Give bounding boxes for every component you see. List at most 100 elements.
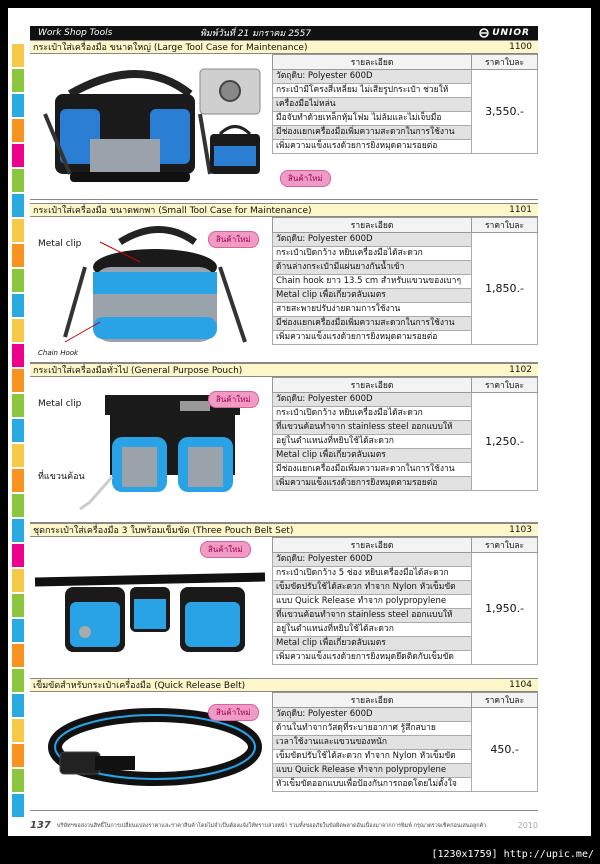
spec-row: ที่แขวนค้อนทำจาก stainless steel ออกแบบใ… — [271, 608, 538, 623]
spec-row: ด้านล่างกระเป๋ามีแผ่นยางกันน้ำเข้า — [271, 260, 538, 275]
color-tab — [12, 94, 24, 117]
callout-hammer-holder: ที่แขวนค้อน — [38, 472, 85, 482]
product-section-1101: กระเป๋าใส่เครื่องมือ ขนาดพกพา (Small Too… — [30, 203, 538, 363]
color-tab — [12, 419, 24, 442]
catalog-page: Work Shop Tools พิมพ์วันที่ 21 มกราคม 25… — [8, 8, 591, 836]
color-tab — [12, 594, 24, 617]
color-tab — [12, 569, 24, 592]
product-section-1103: ชุดกระเป๋าใส่เครื่องมือ 3 ใบพร้อมเข็มขัด… — [30, 523, 538, 683]
product-body: สินค้าใหม่ รายละเอียด ราคาใบละ วัตถุดิบ:… — [30, 537, 538, 682]
spec-detail: กระเป๋าเปิดกว้าง หยิบเครื่องมือได้สะดวก — [271, 246, 473, 261]
price-header: ราคาใบละ — [471, 377, 538, 393]
color-tab — [12, 44, 24, 67]
color-tab — [12, 644, 24, 667]
color-tab — [12, 344, 24, 367]
color-tab — [12, 144, 24, 167]
spec-row: เพิ่มความแข็งแรงด้วยการยิงหมุดตามรอยต่อ — [271, 476, 538, 491]
color-tab — [12, 369, 24, 392]
product-section-1100: กระเป๋าใส่เครื่องมือ ขนาดใหญ่ (Large Too… — [30, 40, 538, 200]
color-tab — [12, 194, 24, 217]
color-tab — [12, 769, 24, 792]
footer-disclaimer: บริษัทฯขอสงวนสิทธิ์ในการเปลี่ยนแปลงราคาแ… — [56, 822, 487, 829]
product-title: กระเป๋าใส่เครื่องมือ ขนาดใหญ่ (Large Too… — [33, 43, 308, 53]
color-tab — [12, 519, 24, 542]
color-tab — [12, 544, 24, 567]
product-title-bar: กระเป๋าใส่เครื่องมือ ขนาดพกพา (Small Too… — [30, 203, 538, 217]
color-tab — [12, 794, 24, 817]
spec-row: เพิ่มความแข็งแรงด้วยการยิงหมุดตามรอยต่อ — [271, 330, 538, 345]
spec-detail: กระเป๋าเปิดกว้าง 5 ช่อง หยิบเครื่องมือได… — [271, 566, 473, 581]
product-image-small-tool-case — [30, 217, 270, 362]
product-section-1102: กระเป๋าใส่เครื่องมือทั่วไป (General Purp… — [30, 363, 538, 523]
product-code: 1104 — [509, 680, 532, 690]
spec-detail: มีช่องแยกเครื่องมือเพิ่มความสะดวกในการใช… — [271, 316, 473, 331]
color-tab — [12, 244, 24, 267]
spec-detail: วัตถุดิบ: Polyester 600D — [271, 707, 473, 722]
detail-header: รายละเอียด — [271, 217, 473, 233]
price-cell: 450.- — [471, 707, 538, 792]
spec-row: Metal clip เพื่อเกี่ยวตลับเมตร — [271, 636, 538, 651]
spec-detail: เพิ่มความแข็งแรงด้วยการยิงหมุดยึดติดกับเ… — [271, 650, 473, 665]
spec-detail: วัตถุดิบ: Polyester 600D — [271, 392, 473, 407]
spec-table: รายละเอียด ราคาใบละ วัตถุดิบ: Polyester … — [271, 377, 538, 491]
price-cell: 1,950.- — [471, 552, 538, 665]
color-tab — [12, 719, 24, 742]
color-tab — [12, 294, 24, 317]
spec-row: เวลาใช้งานและแขวนของหนัก — [271, 735, 538, 750]
spec-detail: กระเป๋ามีโครงสี่เหลี่ยม ไม่เสียรูปกระเป๋… — [271, 83, 473, 98]
spec-detail: มือจับทำด้วยเหล็กหุ้มโฟม ไม่ล้มและไม่เจ็… — [271, 111, 473, 126]
product-title-bar: เข็มขัดสำหรับกระเป๋าเครื่องมือ (Quick Re… — [30, 678, 538, 692]
detail-header: รายละเอียด — [271, 54, 473, 70]
spec-detail: ที่แขวนค้อนทำจาก stainless steel ออกแบบใ… — [271, 608, 473, 623]
spec-detail: เครื่องมือไม่หล่น — [271, 97, 473, 112]
spec-detail: กระเป๋าเปิดกว้าง หยิบเครื่องมือได้สะดวก — [271, 406, 473, 421]
callout-chain-hook: Chain Hook — [38, 349, 79, 357]
spec-detail: เพิ่มความแข็งแรงด้วยการยิงหมุดตามรอยต่อ — [271, 330, 473, 345]
footer-year: 2010 — [517, 821, 538, 830]
color-tab — [12, 119, 24, 142]
detail-header: รายละเอียด — [271, 537, 473, 553]
spec-row: เพิ่มความแข็งแรงด้วยการยิงหมุดตามรอยต่อ — [271, 139, 538, 154]
page-number: 137 — [30, 820, 51, 831]
color-tab-strip — [12, 44, 24, 819]
spec-detail: ด้านล่างกระเป๋ามีแผ่นยางกันน้ำเข้า — [271, 260, 473, 275]
product-title: เข็มขัดสำหรับกระเป๋าเครื่องมือ (Quick Re… — [33, 681, 246, 691]
spec-detail: Metal clip เพื่อเกี่ยวตลับเมตร — [271, 448, 473, 463]
three-pouch-belt-illustration — [34, 572, 266, 652]
spec-detail: มีช่องแยกเครื่องมือเพิ่มความสะดวกในการใช… — [271, 125, 473, 140]
new-product-badge: สินค้าใหม่ — [280, 170, 331, 187]
page-footer: 137 บริษัทฯขอสงวนสิทธิ์ในการเปลี่ยนแปลงร… — [30, 820, 538, 831]
spec-row: มีช่องแยกเครื่องมือเพิ่มความสะดวกในการใช… — [271, 125, 538, 140]
price-cell: 1,850.- — [471, 232, 538, 345]
quick-release-belt-illustration — [48, 708, 262, 786]
spec-row: Metal clip เพื่อเกี่ยวตลับเมตร — [271, 288, 538, 303]
new-product-badge: สินค้าใหม่ — [208, 391, 259, 408]
spec-table: รายละเอียด ราคาใบละ วัตถุดิบ: Polyester … — [271, 537, 538, 665]
product-image-three-pouch-belt — [30, 537, 270, 682]
spec-detail: Metal clip เพื่อเกี่ยวตลับเมตร — [271, 288, 473, 303]
brand-logo: UNIOR — [479, 28, 538, 38]
spec-detail: ด้านในทำจากวัสดุที่ระบายอากาศ รู้สึกสบาย — [271, 721, 473, 736]
product-section-1104: เข็มขัดสำหรับกระเป๋าเครื่องมือ (Quick Re… — [30, 678, 538, 811]
product-title: ชุดกระเป๋าใส่เครื่องมือ 3 ใบพร้อมเข็มขัด… — [33, 526, 294, 536]
spec-detail: เข็มขัดปรับใช้ได้สะดวก ทำจาก Nylon หัวเข… — [271, 749, 473, 764]
product-code: 1102 — [509, 365, 532, 375]
color-tab — [12, 619, 24, 642]
spec-detail: อยู่ในตำแหน่งที่หยิบใช้ได้สะดวก — [271, 434, 473, 449]
callout-metal-clip: Metal clip — [38, 399, 82, 409]
product-title-bar: กระเป๋าใส่เครื่องมือ ขนาดใหญ่ (Large Too… — [30, 40, 538, 54]
watermark-text: [1230x1759] http://upic.me/ — [431, 849, 594, 860]
product-code: 1101 — [509, 205, 532, 215]
color-tab — [12, 744, 24, 767]
brand-mark-icon — [479, 28, 489, 38]
product-code: 1100 — [509, 42, 532, 52]
brand-name: UNIOR — [492, 28, 530, 38]
color-tab — [12, 319, 24, 342]
spec-table: รายละเอียด ราคาใบละ วัตถุดิบ: Polyester … — [271, 692, 538, 792]
price-header: ราคาใบละ — [471, 54, 538, 70]
spec-detail: แบบ Quick Release ทำจาก polypropylene — [271, 763, 473, 778]
